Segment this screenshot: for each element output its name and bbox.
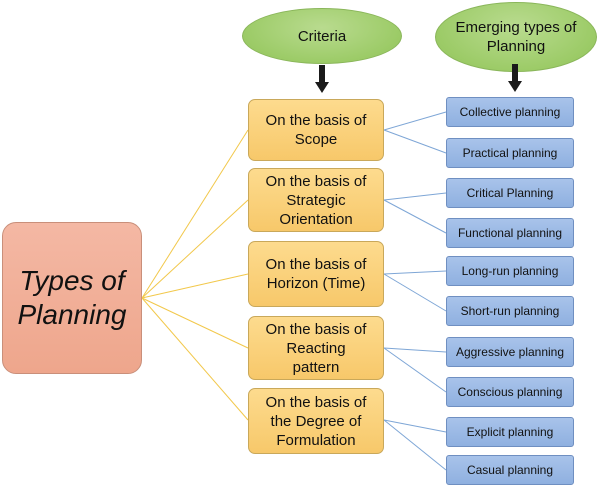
connector-central-criteria-3 — [141, 273, 249, 299]
type-label: Critical Planning — [466, 186, 554, 200]
criteria-header-label: Criteria — [297, 27, 347, 45]
central-connectors — [141, 129, 249, 421]
criteria-label: On the basis of the Degree of Formulatio… — [265, 393, 367, 449]
emerging-down-arrow-icon — [508, 64, 522, 92]
emerging-header-label: Emerging types of Planning — [455, 19, 577, 55]
connector-criteria1-type1 — [383, 111, 447, 131]
connector-central-criteria-4 — [141, 297, 249, 349]
connector-criteria3-type1 — [383, 270, 447, 275]
connector-criteria3-type2 — [383, 273, 447, 312]
emerging-header-oval: Emerging types of Planning — [435, 2, 597, 72]
connector-criteria2-type2 — [383, 199, 447, 234]
type-box-casual-planning: Casual planning — [446, 455, 574, 485]
criteria-box-horizon: On the basis of Horizon (Time) — [248, 241, 384, 307]
connector-criteria5-type2 — [383, 419, 447, 471]
type-label: Aggressive planning — [455, 345, 565, 359]
central-topic-box: Types of Planning — [2, 222, 142, 374]
type-box-critical-planning: Critical Planning — [446, 178, 574, 208]
criteria-label: On the basis of Reacting pattern — [265, 320, 367, 376]
connector-central-criteria-2 — [141, 199, 249, 299]
type-label: Conscious planning — [457, 385, 563, 399]
type-label: Long-run planning — [461, 264, 559, 278]
connector-criteria4-type1 — [383, 347, 447, 353]
type-label: Casual planning — [466, 463, 554, 477]
type-label: Functional planning — [457, 226, 563, 240]
type-box-explicit-planning: Explicit planning — [446, 417, 574, 447]
type-connectors — [383, 111, 447, 471]
type-label: Short-run planning — [460, 304, 560, 318]
type-box-long-run-planning: Long-run planning — [446, 256, 574, 286]
type-box-collective-planning: Collective planning — [446, 97, 574, 127]
type-box-conscious-planning: Conscious planning — [446, 377, 574, 407]
type-box-aggressive-planning: Aggressive planning — [446, 337, 574, 367]
criteria-label: On the basis of Horizon (Time) — [265, 256, 367, 292]
criteria-box-degree-of-formulation: On the basis of the Degree of Formulatio… — [248, 388, 384, 454]
criteria-header-oval: Criteria — [242, 8, 402, 64]
criteria-box-reacting-pattern: On the basis of Reacting pattern — [248, 316, 384, 380]
central-topic-label: Types of Planning — [17, 265, 127, 330]
criteria-label: On the basis of Scope — [265, 112, 367, 148]
connector-criteria1-type2 — [383, 129, 447, 154]
connector-central-criteria-5 — [141, 297, 249, 421]
type-label: Collective planning — [459, 105, 561, 119]
connector-criteria4-type2 — [383, 347, 447, 393]
type-box-functional-planning: Functional planning — [446, 218, 574, 248]
type-label: Explicit planning — [466, 425, 554, 439]
connector-central-criteria-1 — [141, 129, 249, 299]
type-box-short-run-planning: Short-run planning — [446, 296, 574, 326]
type-label: Practical planning — [462, 146, 558, 160]
connector-criteria5-type1 — [383, 419, 447, 433]
criteria-box-strategic-orientation: On the basis of Strategic Orientation — [248, 168, 384, 232]
criteria-label: On the basis of Strategic Orientation — [265, 172, 367, 228]
connector-criteria2-type1 — [383, 192, 447, 201]
type-box-practical-planning: Practical planning — [446, 138, 574, 168]
criteria-down-arrow-icon — [315, 65, 329, 93]
criteria-box-scope: On the basis of Scope — [248, 99, 384, 161]
